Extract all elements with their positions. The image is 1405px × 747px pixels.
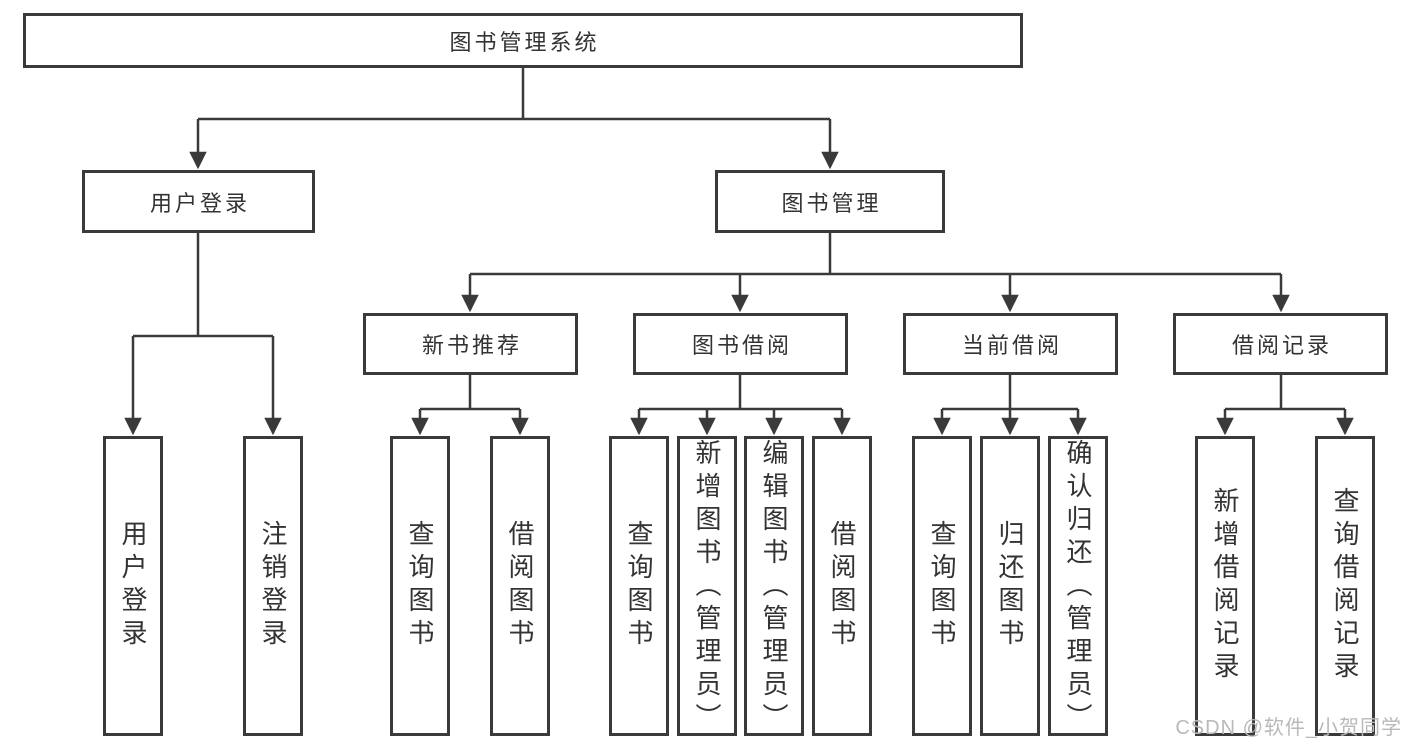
- leaf-query-books-recommend: 查询图书: [390, 436, 450, 736]
- node-user-login: 用户登录: [82, 170, 315, 233]
- leaf-label: 借阅图书: [827, 520, 857, 652]
- node-current-borrowing: 当前借阅: [903, 313, 1118, 375]
- leaf-label: 归还图书: [995, 520, 1025, 652]
- leaf-logout: 注销登录: [243, 436, 303, 736]
- node-library-management-system: 图书管理系统: [23, 13, 1023, 68]
- leaf-query-borrow-record: 查询借阅记录: [1315, 436, 1375, 736]
- leaf-user-login: 用户登录: [103, 436, 163, 736]
- leaf-label: 查询图书: [405, 520, 435, 652]
- leaf-confirm-return-admin: 确认归还（管理员）: [1048, 436, 1108, 736]
- leaf-label: 查询借阅记录: [1330, 487, 1360, 685]
- leaf-return-books: 归还图书: [980, 436, 1040, 736]
- leaf-label: 新增图书（管理员）: [692, 439, 722, 736]
- leaf-borrow-books: 借阅图书: [812, 436, 872, 736]
- connector-borrowing-records: [1216, 375, 1354, 436]
- connector-current-borrowing: [933, 375, 1087, 436]
- leaf-label: 确认归还（管理员）: [1063, 439, 1093, 736]
- leaf-label: 新增借阅记录: [1210, 487, 1240, 685]
- node-new-book-recommendation: 新书推荐: [363, 313, 578, 375]
- leaf-label: 用户登录: [118, 520, 148, 652]
- leaf-query-books-borrowing: 查询图书: [609, 436, 669, 736]
- connector-book-borrowing: [630, 375, 851, 436]
- leaf-borrow-books-recommend: 借阅图书: [490, 436, 550, 736]
- leaf-label: 借阅图书: [505, 520, 535, 652]
- connector-root: [189, 68, 839, 170]
- node-borrowing-records: 借阅记录: [1173, 313, 1388, 375]
- leaf-add-borrow-record: 新增借阅记录: [1195, 436, 1255, 736]
- csdn-watermark: CSDN @软件_小贺同学: [1175, 717, 1402, 739]
- node-book-borrowing: 图书借阅: [633, 313, 848, 375]
- leaf-edit-books-admin: 编辑图书（管理员）: [744, 436, 804, 736]
- connector-new-book-recommendation: [411, 375, 529, 436]
- leaf-label: 查询图书: [927, 520, 957, 652]
- leaf-label: 注销登录: [258, 520, 288, 652]
- leaf-add-books-admin: 新增图书（管理员）: [677, 436, 737, 736]
- leaf-label: 编辑图书（管理员）: [759, 439, 789, 736]
- leaf-query-books-current: 查询图书: [912, 436, 972, 736]
- connector-user-login: [124, 233, 282, 436]
- connector-book-management: [461, 233, 1290, 313]
- leaf-label: 查询图书: [624, 520, 654, 652]
- node-book-management: 图书管理: [715, 170, 945, 233]
